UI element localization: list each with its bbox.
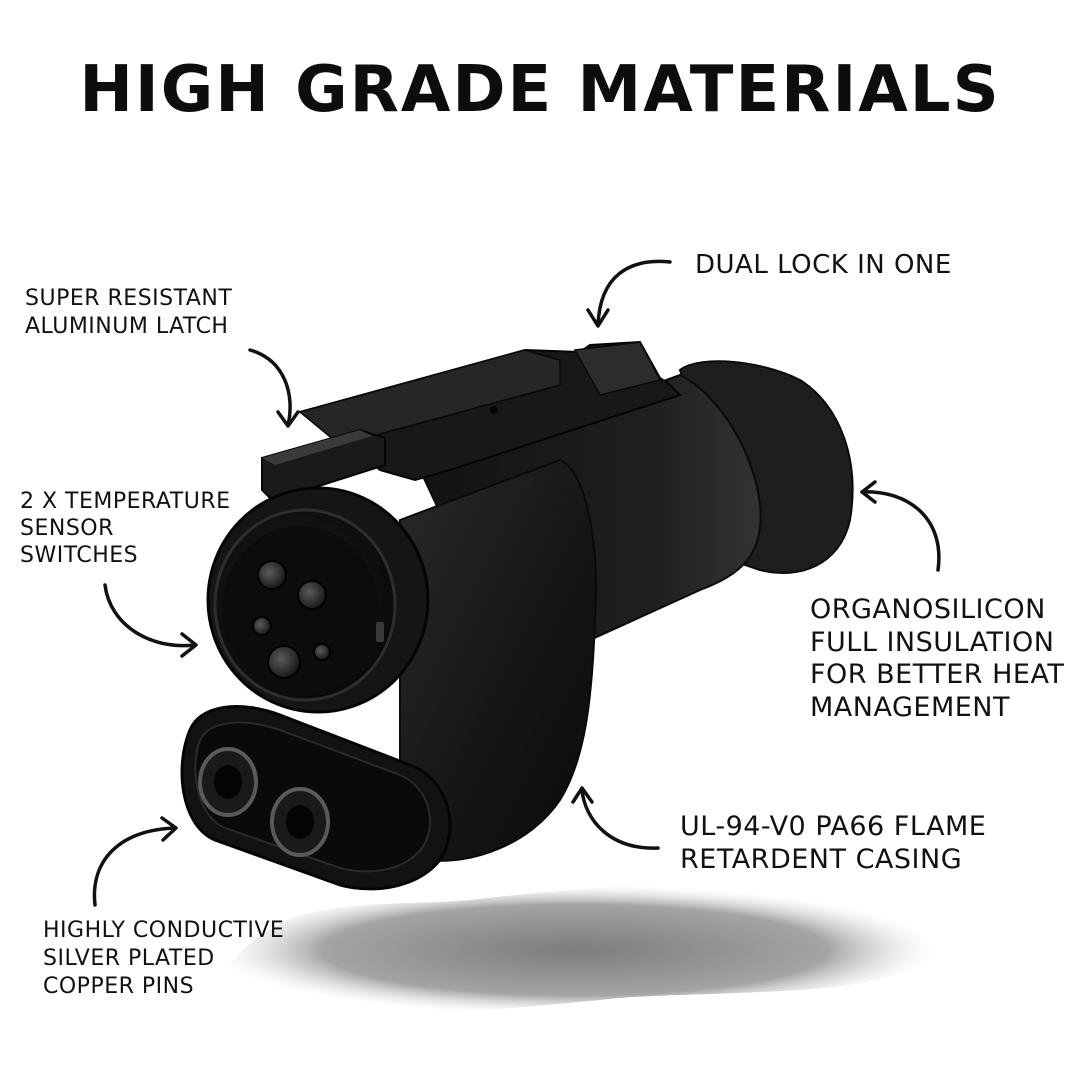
callout-line: SENSOR — [20, 516, 114, 541]
curved-arrow-icon — [571, 786, 660, 850]
dc-socket — [180, 705, 452, 891]
callout-line: FOR BETTER HEAT — [810, 659, 1065, 690]
ac-socket — [206, 486, 430, 714]
curved-arrow-icon — [248, 348, 300, 428]
callout-line: SUPER RESISTANT — [25, 286, 233, 311]
curved-arrow-icon — [860, 480, 941, 572]
curved-arrow-icon — [586, 259, 672, 328]
callout-line: FULL INSULATION — [810, 626, 1055, 658]
callout-casing: UL-94-V0 PA66 FLAME RETARDENT CASING — [680, 811, 986, 876]
callout-temperature: 2 X TEMPERATURE SENSOR SWITCHES — [20, 488, 231, 569]
product-shadow — [215, 885, 936, 1015]
callout-line: SILVER PLATED — [43, 946, 215, 971]
callout-line: HIGHLY CONDUCTIVE — [43, 918, 285, 943]
callout-line: MANAGEMENT — [810, 691, 1010, 723]
callout-latch: SUPER RESISTANT ALUMINUM LATCH — [25, 285, 232, 341]
curved-arrow-icon — [92, 816, 178, 907]
callout-line: RETARDENT CASING — [680, 843, 963, 875]
headline: HIGH GRADE MATERIALS — [79, 53, 1001, 127]
callout-line: ALUMINUM LATCH — [25, 314, 229, 339]
callout-line: DUAL LOCK IN ONE — [695, 250, 952, 280]
callout-line: 2 X TEMPERATURE — [20, 489, 231, 514]
curved-arrow-icon — [103, 583, 198, 658]
callout-insulation: ORGANOSILICON FULL INSULATION FOR BETTER… — [810, 594, 1064, 724]
adapter-body — [261, 340, 854, 862]
callout-line: SWITCHES — [20, 543, 139, 568]
callout-pins: HIGHLY CONDUCTIVE SILVER PLATED COPPER P… — [43, 917, 284, 1001]
callout-line: COPPER PINS — [43, 974, 195, 999]
callout-dual-lock: DUAL LOCK IN ONE — [695, 250, 952, 280]
callout-line: ORGANOSILICON — [810, 594, 1046, 625]
callout-line: UL-94-V0 PA66 FLAME — [680, 811, 987, 842]
